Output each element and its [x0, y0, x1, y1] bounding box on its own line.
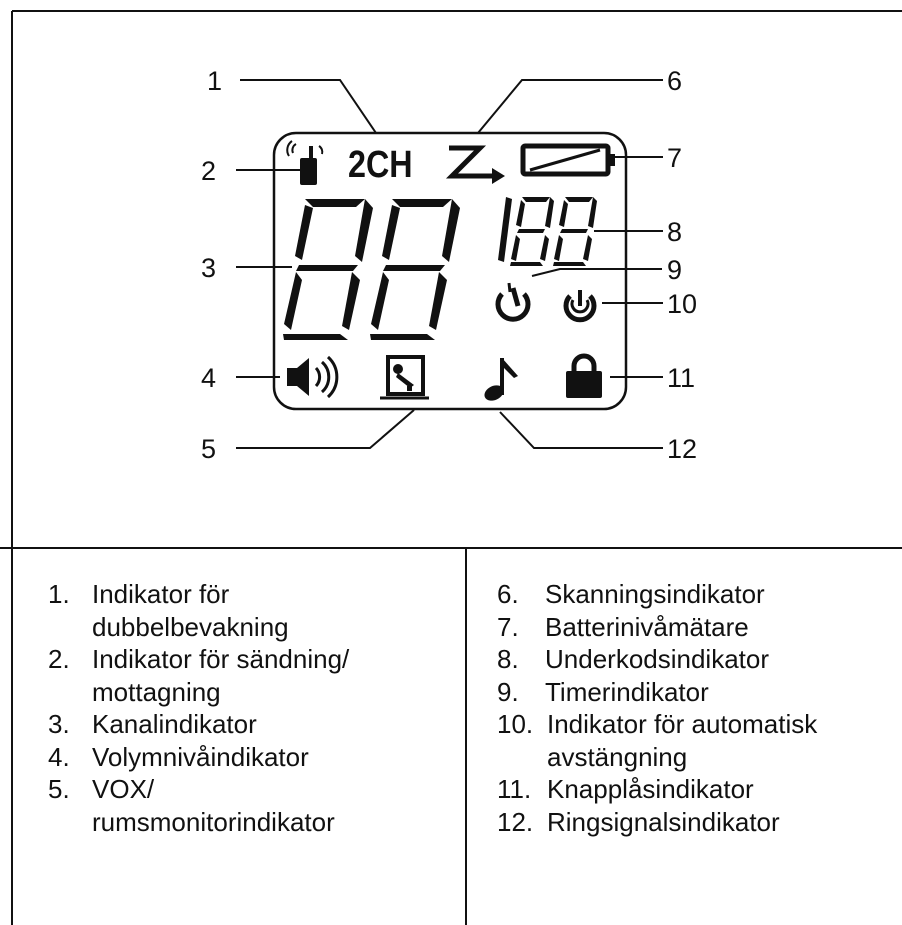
legend-item: 8. Underkodsindikator	[497, 644, 770, 674]
callout-11: 11	[667, 363, 695, 393]
speaker-volume-icon	[287, 355, 339, 399]
callout-2: 2	[201, 156, 216, 186]
timer-icon	[495, 282, 531, 322]
channel-digits	[283, 199, 460, 340]
ringtone-note-icon	[484, 358, 518, 401]
scan-icon	[445, 145, 505, 184]
callout-6: 6	[667, 66, 682, 96]
frame-lines	[0, 10, 902, 925]
callout-4: 4	[201, 363, 216, 393]
legend-item: 7. Batterinivåmätare	[497, 611, 749, 642]
callout-12: 12	[667, 434, 697, 464]
battery-icon	[520, 143, 615, 177]
callout-3: 3	[201, 253, 216, 283]
legend-item: 12. Ringsignalsindikator	[497, 806, 780, 837]
legend-item: 2. Indikator för sändning/mottagning	[48, 644, 350, 707]
legend-item: 11. Knapplåsindikator	[497, 774, 754, 804]
legend-item: 6. Skanningsindikator	[497, 579, 765, 609]
legend-item: 4. Volymnivåindikator	[48, 741, 309, 772]
dual-watch-indicator: 2CH	[348, 144, 413, 186]
vox-room-monitor-icon	[380, 355, 429, 400]
callout-7: 7	[667, 143, 682, 173]
callout-10: 10	[667, 289, 697, 319]
legend-item: 5. VOX/rumsmonitorindikator	[48, 774, 335, 837]
subcode-digits	[498, 197, 597, 266]
keylock-icon	[566, 353, 602, 398]
transmit-receive-icon	[286, 140, 324, 185]
legend-right: 6. Skanningsindikator 7. Batterinivåmäta…	[497, 578, 897, 838]
callout-lines	[236, 79, 663, 449]
callout-5: 5	[201, 434, 216, 464]
callout-1: 1	[207, 66, 222, 96]
callout-numbers: 1 2 3 4 5 6 7 8 9 10 11 12	[201, 66, 697, 464]
auto-power-off-icon	[563, 290, 597, 323]
legend-item: 9. Timerindikator	[497, 676, 709, 707]
callout-9: 9	[667, 255, 682, 285]
lcd-outline	[272, 131, 628, 411]
callout-8: 8	[667, 217, 682, 247]
legend-item: 3. Kanalindikator	[48, 709, 257, 739]
